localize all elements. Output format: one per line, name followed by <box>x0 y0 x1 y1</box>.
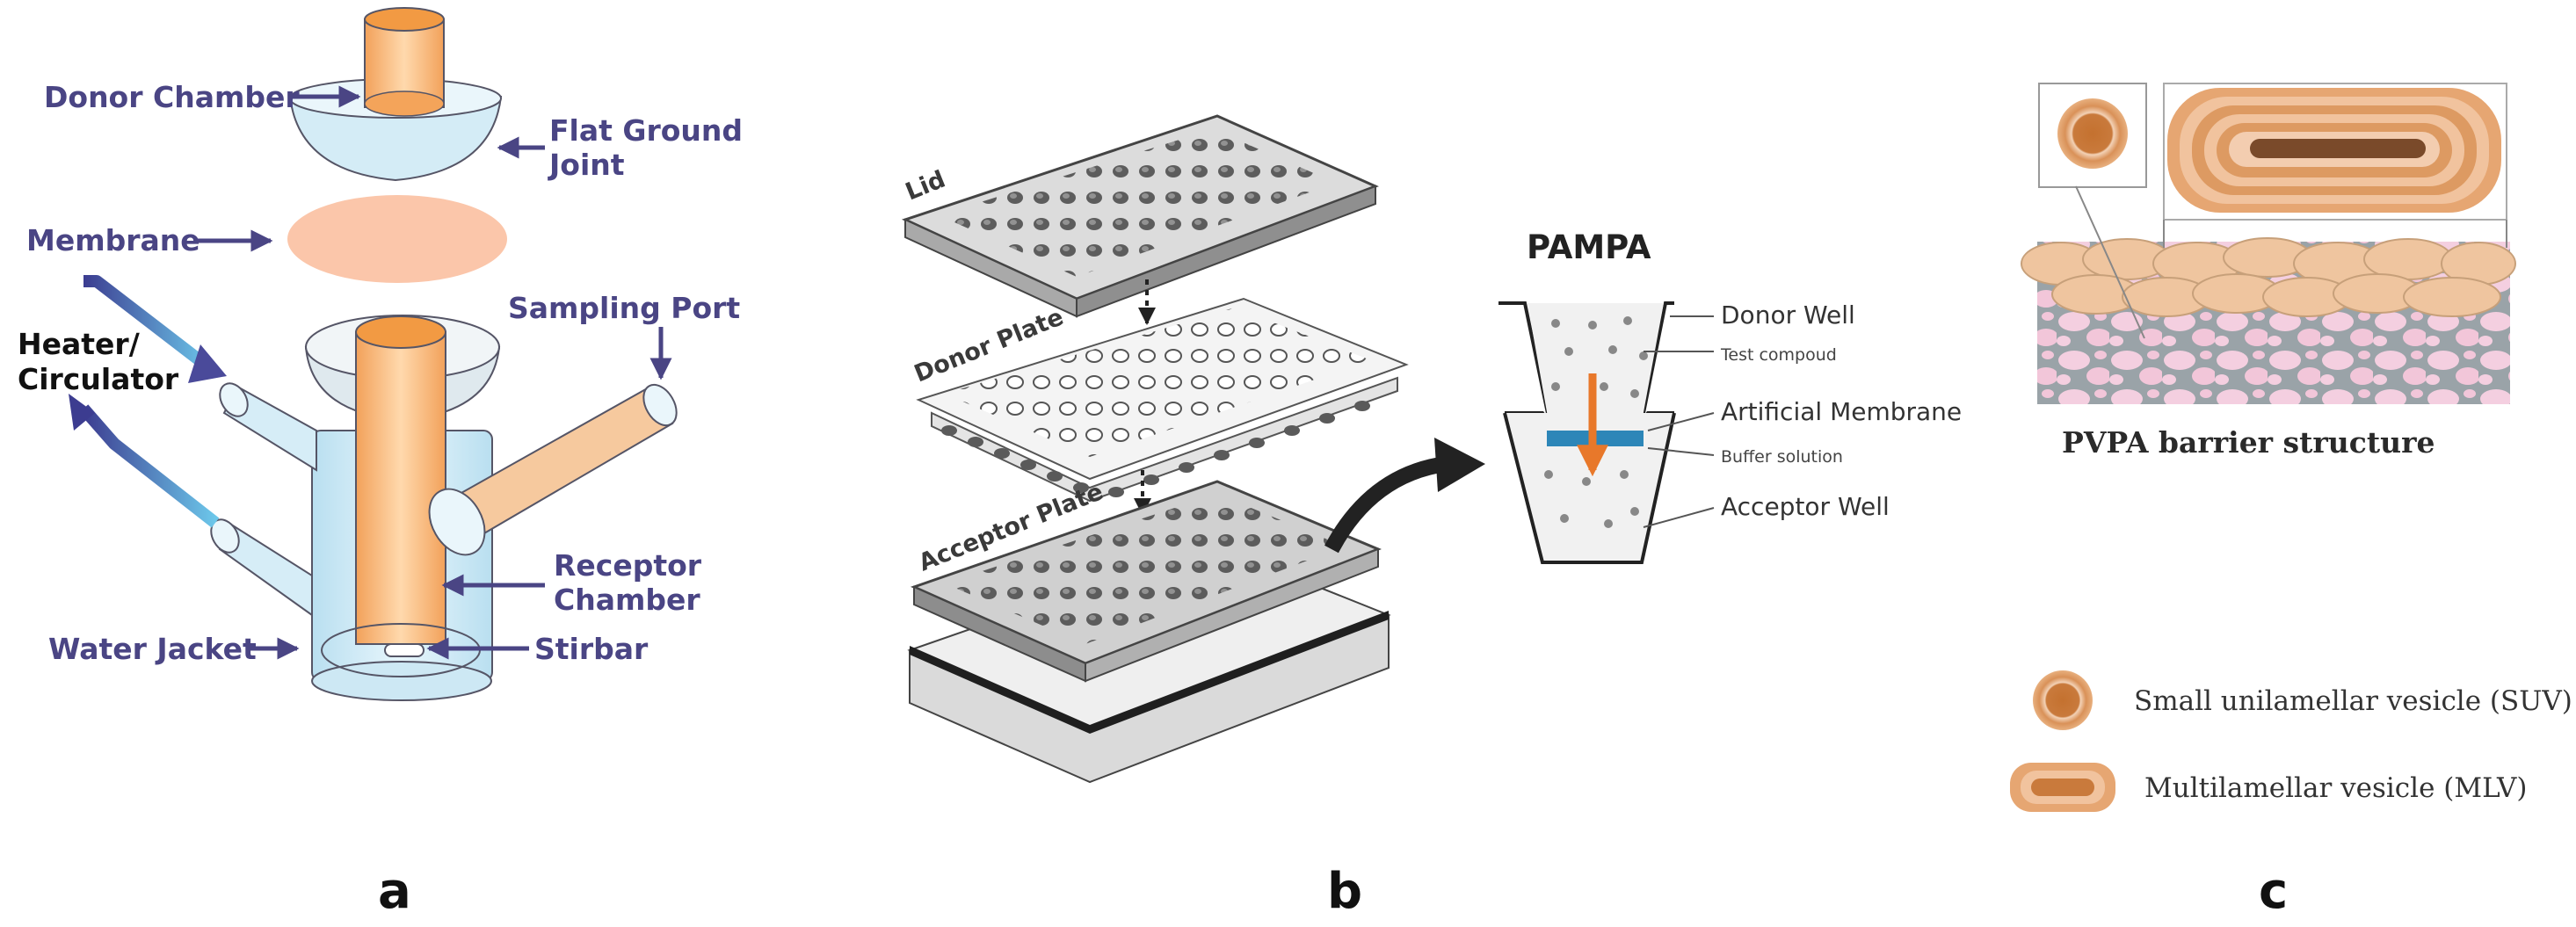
label-lid: Lid <box>902 166 949 206</box>
legend-mlv-icon <box>2010 763 2115 812</box>
acceptor-plate <box>907 480 1391 784</box>
legend-suv-label: Small unilamellar vesicle (SUV) <box>2134 685 2572 717</box>
pampa-leader-lines <box>1643 315 1715 528</box>
heater-out-arrow <box>78 404 220 528</box>
panel-letter-c: c <box>2259 863 2288 920</box>
panel-c: PVPA barrier structure Small unilamellar… <box>2010 83 2572 920</box>
donor-chamber-illustration <box>288 7 503 182</box>
heater-in-arrow <box>83 275 215 374</box>
donor-plate <box>916 297 1409 503</box>
panel-b: Lid Donor Plate Accep <box>901 114 1962 920</box>
membrane-disk <box>287 195 507 283</box>
pampa-title: PAMPA <box>1527 228 1651 266</box>
label-flat-ground: Flat Ground <box>549 113 743 148</box>
label-donor-chamber: Donor Chamber <box>44 80 300 114</box>
pvpa-title: PVPA barrier structure <box>2062 425 2435 460</box>
panel-letter-b: b <box>1327 863 1362 920</box>
panel-a: Donor Chamber Flat Ground Joint Membrane… <box>18 7 743 920</box>
label-test-compound: Test compoud <box>1720 345 1837 365</box>
label-receptor: Receptor <box>554 548 702 583</box>
suv-inset-vesicle <box>2057 98 2128 169</box>
legend-suv-icon <box>2033 670 2093 730</box>
pvpa-barrier <box>2021 237 2516 404</box>
lid-plate <box>901 114 1379 318</box>
label-membrane: Membrane <box>26 223 200 257</box>
label-donor-well: Donor Well <box>1721 301 1855 330</box>
label-acceptor-well: Acceptor Well <box>1721 492 1890 521</box>
zoom-curved-arrow <box>1324 456 1448 554</box>
inset-leader-lines <box>2075 185 2507 339</box>
water-jacket-ports <box>210 382 317 617</box>
heater-out-arrowhead <box>69 394 95 431</box>
label-joint: Joint <box>548 148 625 182</box>
receptor-chamber-illustration <box>304 315 501 701</box>
heater-in-arrowhead <box>188 344 227 383</box>
label-buffer-solution: Buffer solution <box>1721 447 1843 467</box>
sampling-port-arm <box>428 383 678 556</box>
label-stirbar: Stirbar <box>534 632 649 666</box>
label-water-jacket: Water Jacket <box>48 632 257 666</box>
pampa-well-diagram <box>1498 301 1676 564</box>
label-heater: Heater/ <box>18 327 141 361</box>
legend-mlv-label: Multilamellar vesicle (MLV) <box>2144 772 2528 804</box>
zoom-curved-arrowhead <box>1434 438 1485 492</box>
label-sampling-port: Sampling Port <box>508 291 740 325</box>
label-artificial-membrane: Artificial Membrane <box>1721 397 1962 426</box>
label-chamber: Chamber <box>554 583 700 617</box>
label-circulator: Circulator <box>18 362 179 396</box>
panel-letter-a: a <box>378 863 411 920</box>
mlv-inset-vesicle <box>2167 88 2501 213</box>
